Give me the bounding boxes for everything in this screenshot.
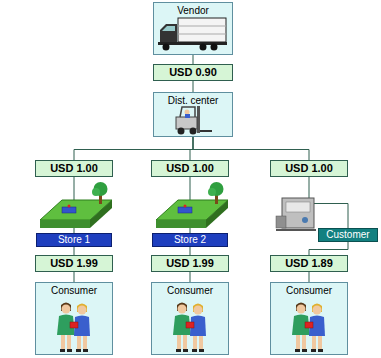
connector-line	[74, 137, 193, 160]
store-illustration	[40, 182, 112, 228]
node-text: Store 1	[58, 234, 90, 246]
connector-line	[309, 177, 348, 228]
node-text: Customer	[326, 229, 369, 241]
node-text: USD 1.89	[285, 257, 333, 270]
store-label: Store 2	[152, 233, 228, 247]
node-text: USD 0.90	[169, 66, 217, 79]
consumer-box: Consumer	[35, 282, 113, 355]
consumer-figures	[57, 303, 90, 353]
forklift-icon	[176, 106, 212, 135]
price-box: USD 1.99	[35, 255, 113, 272]
store-illustration	[156, 182, 228, 228]
node-text: USD 1.00	[166, 162, 214, 175]
customer-machine-icon	[276, 198, 316, 230]
consumer-figures	[292, 303, 325, 353]
node-text: Vendor	[177, 5, 209, 17]
distribution-center-box: Dist. center	[153, 92, 233, 137]
customer-label: Customer	[318, 228, 378, 242]
connector-line	[74, 177, 75, 233]
truck-icon	[158, 18, 227, 51]
node-text: USD 1.00	[285, 162, 333, 175]
connector-line	[309, 242, 348, 255]
connector-line	[193, 55, 194, 64]
vendor-box: Vendor	[153, 2, 233, 55]
node-text: Consumer	[51, 285, 97, 297]
store-label: Store 1	[36, 233, 112, 247]
price-box: USD 1.00	[151, 160, 229, 177]
connector-line	[193, 81, 194, 92]
price-box: USD 1.89	[270, 255, 348, 272]
price-box: USD 1.00	[270, 160, 348, 177]
connector-line	[190, 177, 191, 233]
price-box: USD 0.90	[153, 64, 233, 81]
node-text: Dist. center	[168, 95, 219, 107]
node-text: Store 2	[174, 234, 206, 246]
price-box: USD 1.99	[151, 255, 229, 272]
connector-line	[193, 137, 309, 160]
connector-line	[190, 272, 191, 282]
price-box: USD 1.00	[35, 160, 113, 177]
connector-line	[74, 272, 75, 282]
connector-line	[74, 247, 75, 255]
node-text: Consumer	[286, 285, 332, 297]
consumer-box: Consumer	[270, 282, 348, 355]
consumer-figures	[173, 303, 206, 353]
node-text: Consumer	[167, 285, 213, 297]
connector-line	[190, 247, 191, 255]
connector-line	[309, 272, 310, 282]
node-text: USD 1.00	[50, 162, 98, 175]
consumer-box: Consumer	[151, 282, 229, 355]
node-text: USD 1.99	[50, 257, 98, 270]
node-text: USD 1.99	[166, 257, 214, 270]
